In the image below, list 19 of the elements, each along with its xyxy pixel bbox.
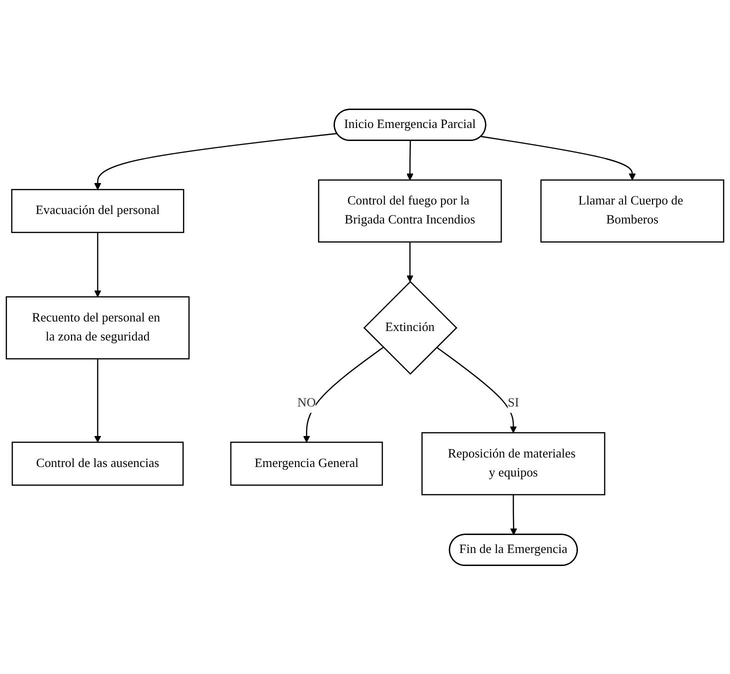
- edge-label: SI: [508, 396, 519, 410]
- node-box: Recuento del personal en la zona de seguridad: [6, 296, 190, 360]
- arrow: [481, 136, 636, 180]
- arrow: [510, 494, 518, 535]
- arrow: [436, 346, 517, 433]
- arrow: [406, 242, 414, 282]
- node-box: Llamar al Cuerpo de Bomberos: [540, 179, 724, 242]
- node-box: Emergencia General: [230, 441, 383, 486]
- edge-label: NO: [297, 396, 316, 410]
- arrow: [406, 140, 414, 180]
- node-box: Evacuación del personal: [11, 188, 184, 233]
- arrow: [303, 346, 384, 442]
- node-diamond: Extinción: [363, 280, 458, 374]
- node-box: Control del fuego por la Brigada Contra Incendios: [318, 179, 502, 242]
- node-box: Control de las ausencias: [12, 441, 184, 486]
- arrow: [94, 232, 102, 297]
- arrow: [94, 132, 338, 190]
- node-box: Reposición de materiales y equipos: [421, 432, 606, 495]
- arrow: [94, 358, 102, 442]
